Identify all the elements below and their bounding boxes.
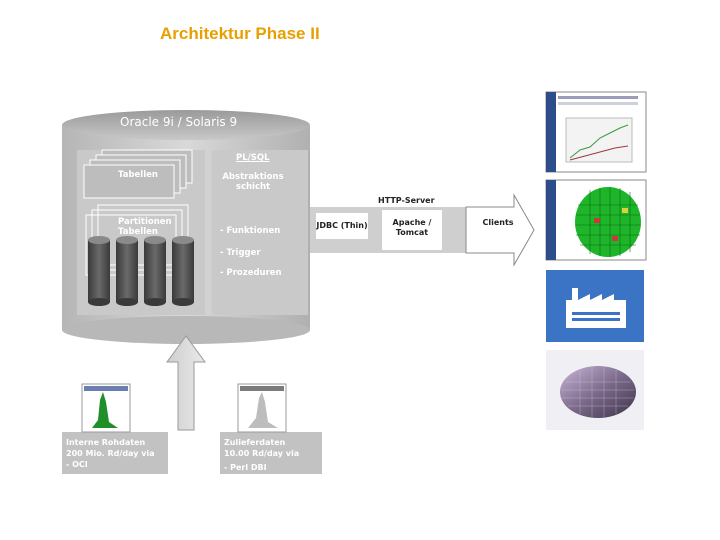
internal-data-box	[62, 432, 168, 474]
apache-label-1: Apache /	[392, 218, 432, 227]
functions-label: - Funktionen	[220, 226, 281, 236]
trigger-label: - Trigger	[220, 248, 261, 258]
supplier-data-line-3: - Perl DBI	[224, 463, 267, 472]
upload-arrow	[166, 335, 206, 431]
internal-data-line-2: 200 Mio. Rd/day via	[66, 449, 155, 458]
supplier-data-thumbnail	[237, 383, 287, 433]
partitions-tables-label: Tabellen	[118, 227, 158, 237]
partitions-label: Partitionen	[118, 217, 172, 227]
abstraction-panel	[212, 150, 308, 315]
supplier-data-box	[220, 432, 322, 474]
clients-arrow	[465, 193, 535, 267]
supplier-data-line-1: Zulieferdaten	[224, 438, 286, 447]
factory-tile	[546, 270, 644, 342]
abstraction-label-2: schicht	[235, 182, 271, 192]
client-screenshot-chart	[545, 91, 647, 173]
database-label: Oracle 9i / Solaris 9	[120, 115, 238, 129]
abstraction-label-1: Abstraktions	[222, 172, 284, 182]
internal-data-line-1: Interne Rohdaten	[66, 438, 146, 447]
plsql-label: PL/SQL	[236, 153, 270, 163]
http-server-label: HTTP-Server	[378, 196, 435, 205]
jdbc-box	[316, 213, 368, 239]
clients-label: Clients	[482, 218, 514, 227]
tables-label: Tabellen	[118, 170, 158, 180]
supplier-data-line-2: 10.00 Rd/day via	[224, 449, 300, 458]
apache-box	[382, 210, 442, 250]
page-title: Architektur Phase II	[160, 24, 320, 43]
apache-label-2: Tomcat	[395, 228, 429, 237]
wafer-photo	[546, 350, 644, 430]
internal-data-thumbnail	[81, 383, 131, 433]
client-screenshot-wafermap	[545, 179, 647, 261]
procedures-label: - Prozeduren	[220, 268, 282, 278]
partition-cylinders	[88, 236, 194, 306]
table-sheets	[83, 149, 193, 276]
internal-data-line-3: - OCI	[66, 460, 88, 469]
jdbc-label: JDBC (Thin)	[316, 221, 368, 230]
